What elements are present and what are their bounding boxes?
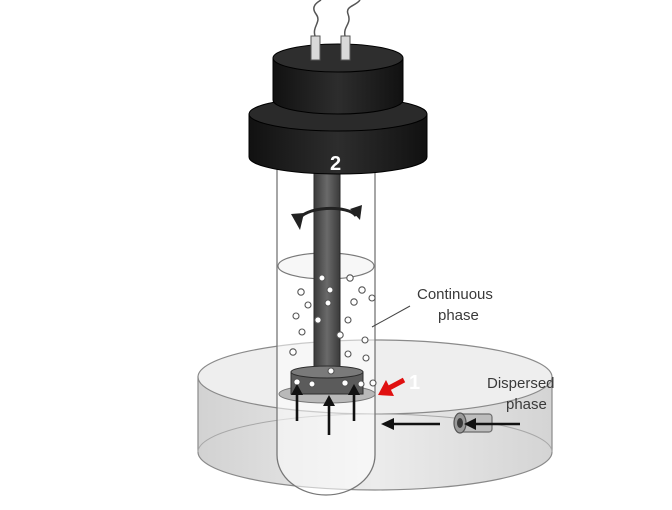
droplet [289, 348, 297, 356]
droplet [368, 294, 376, 302]
terminal-pin [340, 35, 351, 61]
rotating-shaft [313, 169, 341, 381]
terminal-pin [310, 35, 321, 61]
droplet [346, 274, 354, 282]
droplet [326, 286, 334, 294]
red-marker-arrow [378, 377, 406, 396]
dispersed-phase-label: phase [506, 396, 547, 413]
continuous-phase-leader [371, 305, 411, 328]
rotation-arrow [291, 205, 362, 230]
droplet [341, 379, 349, 387]
upward-flow-arrows [291, 384, 360, 435]
marker-2-label: 2 [330, 153, 341, 175]
motor [248, 0, 428, 175]
continuous-phase-label: phase [438, 307, 479, 324]
droplet [324, 299, 332, 307]
wire [313, 0, 322, 37]
droplet [357, 380, 365, 388]
droplet [336, 331, 344, 339]
droplet [297, 288, 305, 296]
droplet [361, 336, 369, 344]
droplet [362, 354, 370, 362]
droplet [369, 379, 377, 387]
droplet [318, 274, 326, 282]
droplet [327, 367, 335, 375]
droplet [350, 298, 358, 306]
dispersed-flow-arrows [381, 418, 520, 430]
droplets [289, 274, 377, 388]
droplet [308, 380, 316, 388]
droplet [298, 328, 306, 336]
wire [343, 0, 361, 37]
droplet [344, 316, 352, 324]
droplet [314, 316, 322, 324]
continuous-phase-label: Continuous [417, 286, 493, 303]
droplet [358, 286, 366, 294]
dispersed-phase-label: Dispersed [487, 375, 555, 392]
droplet [292, 312, 300, 320]
marker-1-label: 1 [409, 372, 420, 394]
droplet [304, 301, 312, 309]
droplet [344, 350, 352, 358]
